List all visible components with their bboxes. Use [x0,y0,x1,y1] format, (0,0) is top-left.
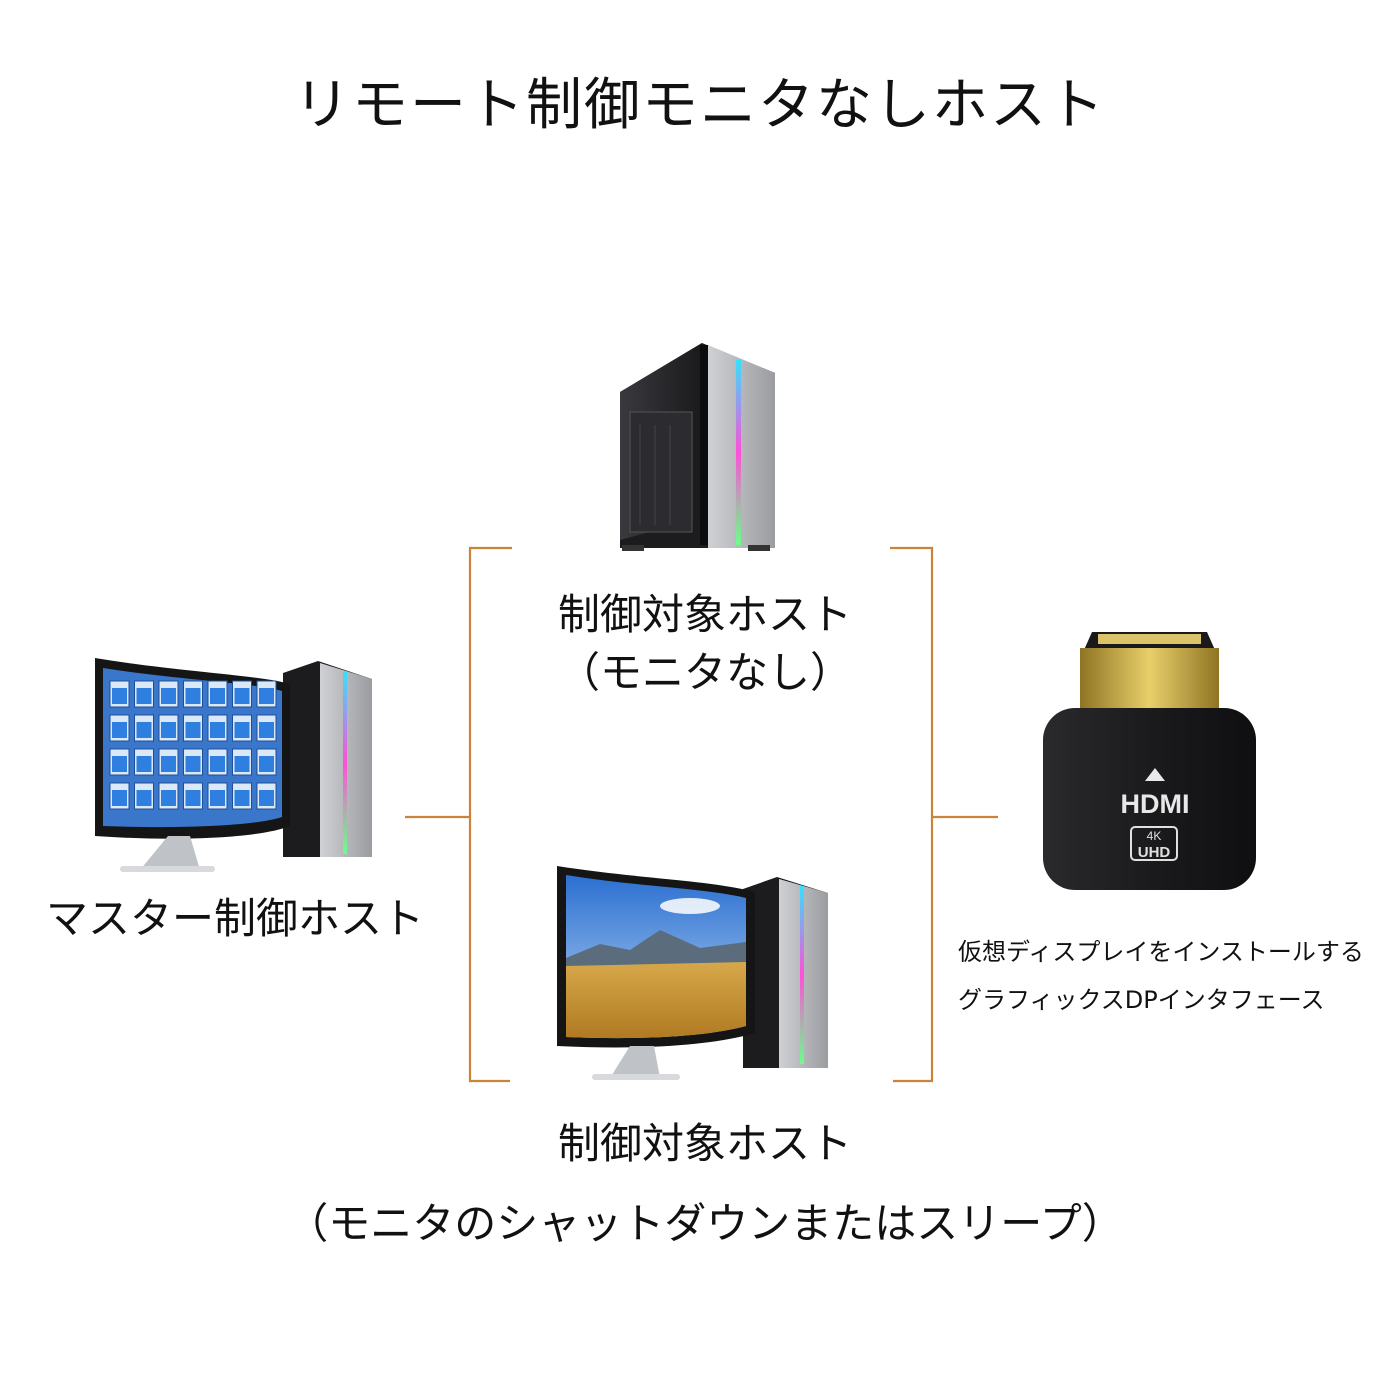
thumbnail-screen [112,688,127,704]
thumbnail-screen [210,722,225,738]
sleeping-pc-image [557,866,828,1080]
thumbnail-screen [136,756,152,772]
thumbnail-grid [109,680,277,810]
thumbnail-screen [161,756,176,772]
sleeping-target-line1: 制御対象ホスト [557,1119,852,1168]
bracket-left [468,546,512,1083]
headless-target-label: 制御対象ホスト （モニタなし） [470,586,940,702]
badge-4k-text: 4K [1147,829,1162,843]
connector-lines [405,546,998,1083]
sleeping-target-line2: （モニタのシャットダウンまたはスリープ） [286,1199,1124,1248]
hdmi-dongle-image: HDMI 4K UHD [1043,632,1256,890]
headless-pc-image [620,343,775,551]
thumbnail-screen [185,756,201,772]
thumbnail-screen [185,790,201,806]
dongle-desc-line2: グラフィックスDPインタフェース [958,986,1325,1014]
thumbnail-screen [112,722,127,738]
uhd-badge [1130,826,1178,861]
badge-uhd-text: UHD [1138,844,1171,861]
thumbnail-screen [185,722,201,738]
thumbnail-screen [161,688,176,704]
thumbnail-screen [259,756,274,772]
thumbnail-screen [185,688,201,704]
thumbnail-screen [234,756,250,772]
dongle-brand-text: HDMI [1121,789,1190,819]
thumbnail-screen [234,722,250,738]
headless-target-line2: （モニタなし） [557,648,852,697]
thumbnail-screen [259,722,274,738]
thumbnail-screen [210,688,225,704]
thumbnail-screen [210,756,225,772]
bracket-right [890,546,934,1083]
dongle-desc-line1: 仮想ディスプレイをインストールする [958,938,1364,966]
master-label: マスター制御ホスト [45,894,424,943]
thumbnail-screen [210,790,225,806]
thumbnail-screen [112,790,127,806]
thumbnail-screen [136,790,152,806]
thumbnail-screen [259,790,274,806]
page-title: リモート制御モニタなしホスト [294,73,1106,138]
thumbnail-screen [136,688,152,704]
master-pc-image [95,658,372,872]
headless-target-line1: 制御対象ホスト [557,590,852,639]
dongle-description: 仮想ディスプレイをインストールする グラフィックスDPインタフェース [958,928,1398,1024]
thumbnail-screen [112,756,127,772]
thumbnail-screen [161,722,176,738]
thumbnail-screen [259,688,274,704]
thumbnail-screen [136,722,152,738]
thumbnail-screen [161,790,176,806]
thumbnail-screen [234,688,250,704]
thumbnail-screen [234,790,250,806]
